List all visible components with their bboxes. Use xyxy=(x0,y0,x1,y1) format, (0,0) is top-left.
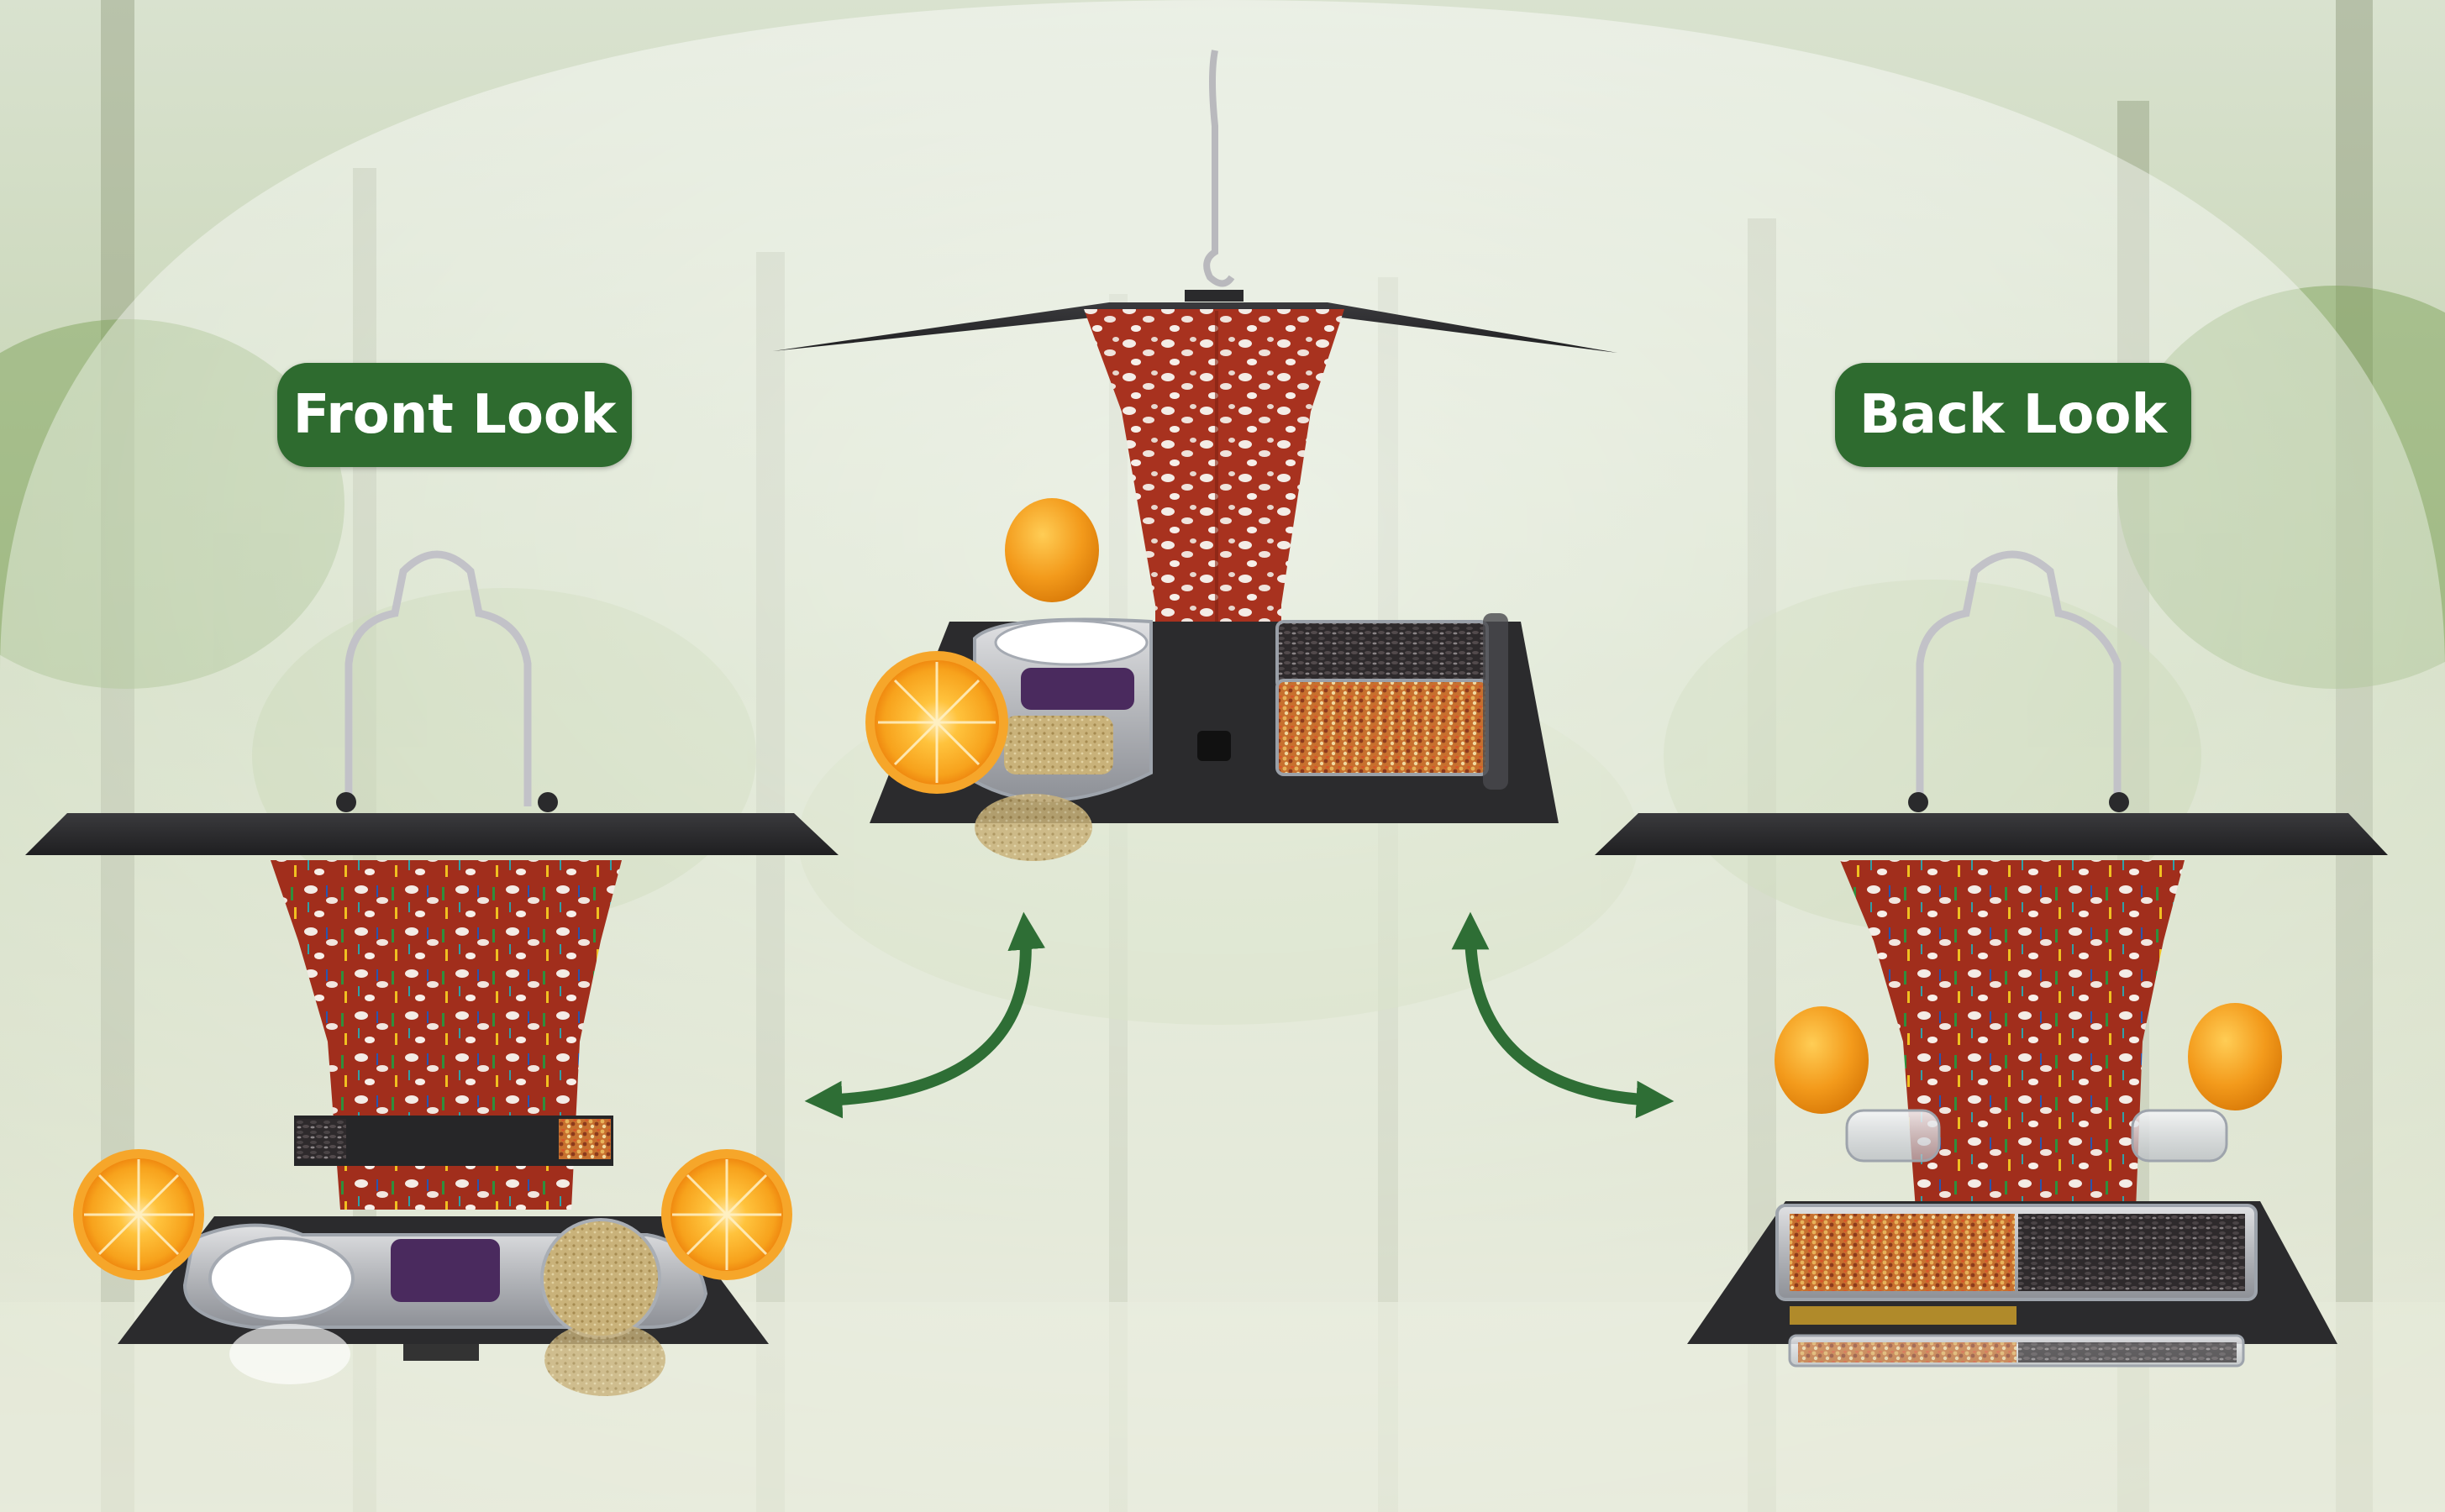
hanging-hook xyxy=(1203,50,1235,287)
orange-whole-left xyxy=(1775,1006,1869,1114)
center-feeder xyxy=(773,50,1617,861)
orange-slice-right xyxy=(661,1149,792,1280)
front-feeder xyxy=(25,550,839,1396)
orange-whole xyxy=(1005,498,1099,602)
curved-double-arrow-icon xyxy=(804,911,1046,1119)
roof xyxy=(25,813,839,855)
orange-slice-left xyxy=(73,1149,204,1280)
front-look-label: Front Look xyxy=(277,363,632,467)
hanging-loop xyxy=(1916,550,2122,806)
glass-reservoir xyxy=(1084,309,1344,722)
hanging-loop xyxy=(344,550,532,806)
roof xyxy=(1595,813,2388,855)
orange-whole-right xyxy=(2188,1003,2282,1110)
curved-double-arrow-icon xyxy=(1451,911,1675,1119)
back-feeder xyxy=(1595,550,2388,1368)
back-look-label: Back Look xyxy=(1835,363,2191,467)
orange-slice xyxy=(865,651,1008,794)
